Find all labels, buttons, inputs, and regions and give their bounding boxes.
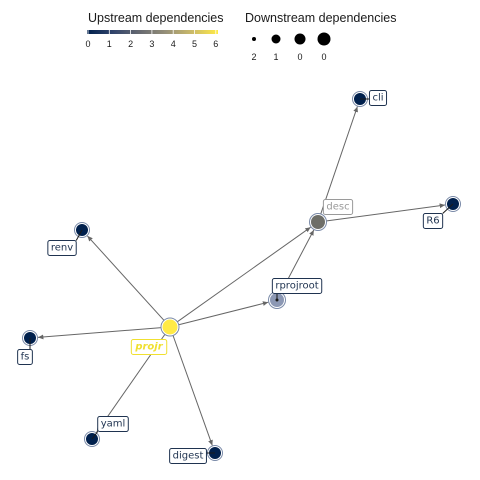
upstream-ticks: 0 1 2 3 4 5 6 [85, 30, 218, 49]
edge-desc-R6 [325, 203, 446, 222]
edge-projr-fs [37, 327, 162, 340]
node-label-digest: digest [173, 451, 204, 462]
node-label-box-cli [368, 90, 388, 106]
upstream-legend-title: Upstream dependencies [88, 11, 224, 25]
node-label-box-projr [130, 339, 168, 355]
node-label-renv: renv [51, 243, 73, 254]
downstream-size-key-2 [271, 34, 281, 44]
edge-projr-desc [176, 226, 311, 323]
edge-desc-cli [320, 106, 358, 215]
downstream-legend: Downstream dependencies 2 1 0 0 [245, 11, 396, 62]
node-label-rprojroot: rprojroot [275, 281, 318, 292]
edge-projr-renv [87, 235, 165, 322]
node-label-box-desc [322, 199, 354, 215]
edges [37, 106, 446, 446]
downstream-tick-label: 2 [251, 52, 256, 62]
rprojroot-anchor-dot [275, 298, 279, 302]
node-label-box-yaml [97, 416, 129, 432]
downstream-size-key-4 [317, 32, 331, 46]
node-label-cli: cli [372, 93, 383, 104]
downstream-size-key-3 [294, 33, 306, 45]
node-label-desc: desc [326, 202, 349, 213]
node-label-fs: fs [21, 352, 30, 363]
upstream-tick-label: 2 [128, 39, 133, 49]
downstream-tick-label: 0 [297, 52, 302, 62]
node-label-R6: R6 [426, 216, 439, 227]
node-label-box-fs [17, 349, 33, 365]
upstream-tick-label: 0 [85, 39, 90, 49]
upstream-legend: Upstream dependencies 0 1 2 3 4 5 6 [85, 11, 223, 49]
node-desc[interactable] [311, 215, 325, 229]
edge-projr-rprojroot [178, 301, 269, 326]
upstream-tick-label: 6 [213, 39, 218, 49]
label-leader-yaml [91, 431, 99, 440]
downstream-legend-title: Downstream dependencies [245, 11, 396, 25]
label-leader-renv [75, 229, 83, 241]
downstream-tick-label: 1 [273, 52, 278, 62]
upstream-tick-label: 4 [171, 39, 176, 49]
node-label-yaml: yaml [101, 419, 126, 430]
upstream-colorbar [87, 30, 218, 34]
downstream-size-key-1 [252, 37, 256, 41]
node-label-box-digest [169, 448, 207, 464]
label-leader-R6 [442, 203, 454, 214]
downstream-ticks: 2 1 0 0 [251, 52, 326, 62]
node-label-box-rprojroot [271, 278, 323, 294]
node-label-box-renv [47, 240, 77, 256]
node-label-box-R6 [422, 213, 444, 229]
upstream-tick-label: 5 [192, 39, 197, 49]
upstream-tick-label: 1 [107, 39, 112, 49]
edge-projr-digest [172, 334, 213, 446]
node-label-projr: projr [134, 342, 163, 353]
node-projr[interactable] [162, 319, 178, 335]
upstream-tick-label: 3 [149, 39, 154, 49]
downstream-tick-label: 0 [321, 52, 326, 62]
